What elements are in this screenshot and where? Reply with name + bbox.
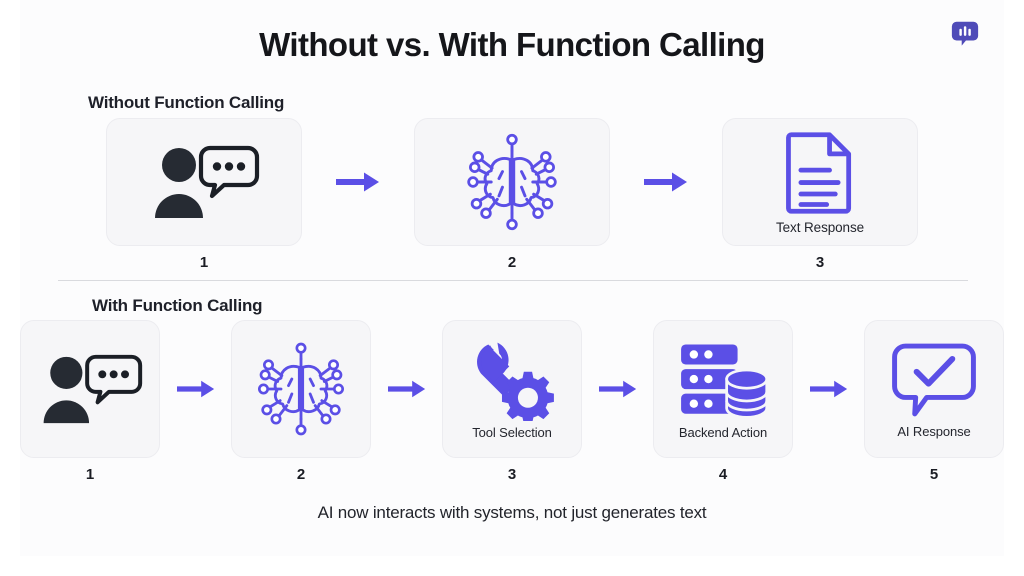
right-arrow-icon xyxy=(387,320,426,458)
right-arrow-icon xyxy=(598,320,637,458)
right-arrow-icon xyxy=(336,118,380,246)
step-with-1: 1 xyxy=(20,320,160,483)
page-title: Without vs. With Function Calling xyxy=(259,26,765,63)
card-ai-model xyxy=(414,118,610,246)
flow-row-with: 1 xyxy=(20,320,1004,483)
card-label: AI Response xyxy=(897,423,971,439)
card-ai-model xyxy=(231,320,371,458)
step-without-1: 1 xyxy=(106,118,302,271)
document-icon xyxy=(782,130,858,216)
chat-bars-logo-icon xyxy=(950,18,980,48)
card-text-response: Text Response xyxy=(722,118,918,246)
wrench-gear-icon xyxy=(466,339,558,421)
card-ai-response: AI Response xyxy=(864,320,1004,458)
section-heading-with: With Function Calling xyxy=(92,296,263,315)
step-number: 2 xyxy=(296,466,306,483)
step-number: 2 xyxy=(507,254,517,271)
section-divider xyxy=(58,280,968,281)
step-with-5: AI Response 5 xyxy=(864,320,1004,483)
card-backend-action: Backend Action xyxy=(653,320,793,458)
step-number: 3 xyxy=(815,254,825,271)
section-heading-without: Without Function Calling xyxy=(88,93,285,112)
user-chat-icon xyxy=(148,140,260,224)
right-arrow-icon xyxy=(176,320,215,458)
step-with-4: Backend Action 4 xyxy=(653,320,793,483)
step-without-3: Text Response 3 xyxy=(722,118,918,271)
ai-brain-icon xyxy=(460,130,564,234)
slide-canvas: Without vs. With Function Calling Withou… xyxy=(20,0,1004,556)
flow-row-without: 1 xyxy=(20,118,1004,271)
step-number: 3 xyxy=(507,466,517,483)
card-label: Backend Action xyxy=(678,424,768,440)
right-arrow-icon xyxy=(644,118,688,246)
card-label: Tool Selection xyxy=(472,424,552,440)
card-user-request xyxy=(20,320,160,458)
step-number: 4 xyxy=(718,466,728,483)
step-number: 1 xyxy=(85,466,95,483)
step-with-3: Tool Selection 3 xyxy=(442,320,582,483)
chat-check-icon xyxy=(890,340,978,420)
step-without-2: 2 xyxy=(414,118,610,271)
step-with-2: 2 xyxy=(231,320,371,483)
server-database-icon xyxy=(675,339,771,421)
card-tool-selection: Tool Selection xyxy=(442,320,582,458)
card-user-request xyxy=(106,118,302,246)
user-chat-icon xyxy=(37,349,143,429)
ai-brain-icon xyxy=(251,339,351,439)
card-label: Text Response xyxy=(776,219,864,235)
step-number: 5 xyxy=(929,466,939,483)
slide-caption: AI now interacts with systems, not just … xyxy=(317,503,707,522)
step-number: 1 xyxy=(199,254,209,271)
right-arrow-icon xyxy=(809,320,848,458)
